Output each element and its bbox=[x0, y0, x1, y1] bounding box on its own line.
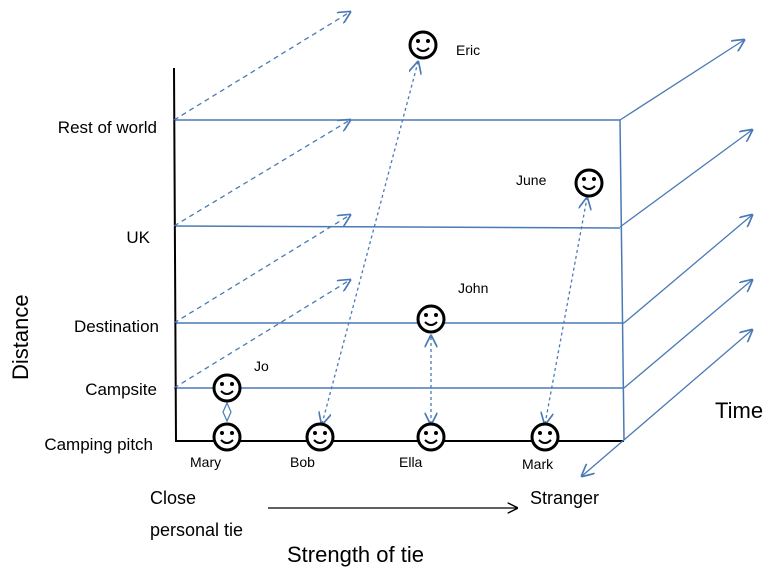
smiley-face-icon-mark bbox=[530, 422, 560, 452]
time-axis-arrow bbox=[582, 330, 752, 476]
solid-arrow-destination bbox=[623, 215, 752, 324]
level-label-destination: Destination bbox=[73, 317, 159, 336]
smiley-face-icon-mary bbox=[212, 422, 242, 452]
solid-arrow-campsite bbox=[623, 280, 752, 389]
x-axis-start-label-line1: Close bbox=[150, 488, 197, 508]
right-edge-line bbox=[619, 119, 625, 441]
smiley-faces bbox=[212, 30, 604, 452]
solid-arrow-rest-of-world bbox=[619, 40, 744, 121]
connection-mark-june bbox=[545, 198, 587, 424]
smiley-face-icon-eric bbox=[408, 30, 438, 60]
people-connections bbox=[322, 62, 587, 424]
vertical-axis-line bbox=[173, 67, 177, 443]
person-label-june: June bbox=[516, 172, 547, 188]
x-axis-start-label-line2: personal tie bbox=[150, 520, 244, 540]
person-label-jo: Jo bbox=[254, 358, 269, 374]
level-label-campsite: Campsite bbox=[85, 380, 157, 399]
person-label-mary: Mary bbox=[190, 454, 222, 470]
time-axis-label: Time bbox=[715, 398, 764, 423]
distance-axis-label: Distance bbox=[8, 294, 33, 380]
smiley-face-icon-june bbox=[574, 168, 604, 198]
level-label-uk: UK bbox=[126, 228, 150, 247]
smiley-face-icon-john bbox=[416, 304, 446, 334]
solid-arrow-uk bbox=[619, 130, 752, 228]
smiley-face-icon-ella bbox=[416, 422, 446, 452]
person-label-eric: Eric bbox=[456, 42, 481, 58]
x-axis-end-label: Stranger bbox=[530, 488, 600, 508]
dashed-time-arrows bbox=[173, 12, 350, 389]
smiley-face-icon-jo bbox=[212, 373, 242, 403]
solid-time-arrows bbox=[582, 40, 752, 476]
level-label-camping-pitch: Camping pitch bbox=[44, 435, 153, 454]
person-label-ella: Ella bbox=[399, 454, 423, 470]
connection-bob-eric bbox=[322, 62, 418, 424]
strength-of-tie-label: Strength of tie bbox=[287, 542, 424, 567]
level-label-rest-of-world: Rest of world bbox=[57, 118, 157, 137]
dashed-arrow-uk bbox=[173, 120, 350, 227]
person-label-john: John bbox=[458, 280, 489, 296]
level-line-uk bbox=[173, 225, 621, 229]
smiley-face-icon-bob bbox=[305, 422, 335, 452]
level-lines bbox=[173, 119, 625, 441]
dashed-arrow-rest-of-world bbox=[173, 12, 350, 121]
person-label-mark: Mark bbox=[522, 456, 554, 472]
connection-mary-jo bbox=[222, 401, 232, 423]
dashed-arrow-destination bbox=[173, 215, 350, 324]
person-label-bob: Bob bbox=[290, 454, 315, 470]
